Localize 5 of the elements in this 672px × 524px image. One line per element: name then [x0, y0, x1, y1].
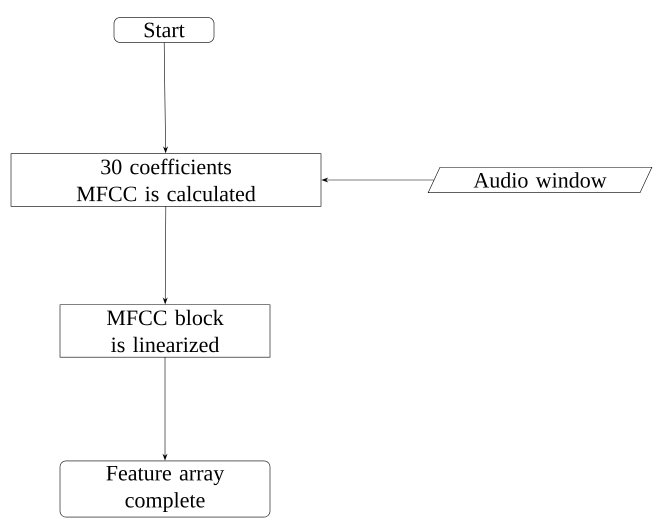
process-box: 30 coefficients MFCC is calculated	[10, 153, 322, 207]
start-terminal: Start	[114, 17, 214, 43]
input-parallelogram: Audio window	[428, 166, 652, 194]
end-terminal: Feature array complete	[60, 460, 270, 518]
process-box: MFCC block is linearized	[60, 304, 270, 358]
